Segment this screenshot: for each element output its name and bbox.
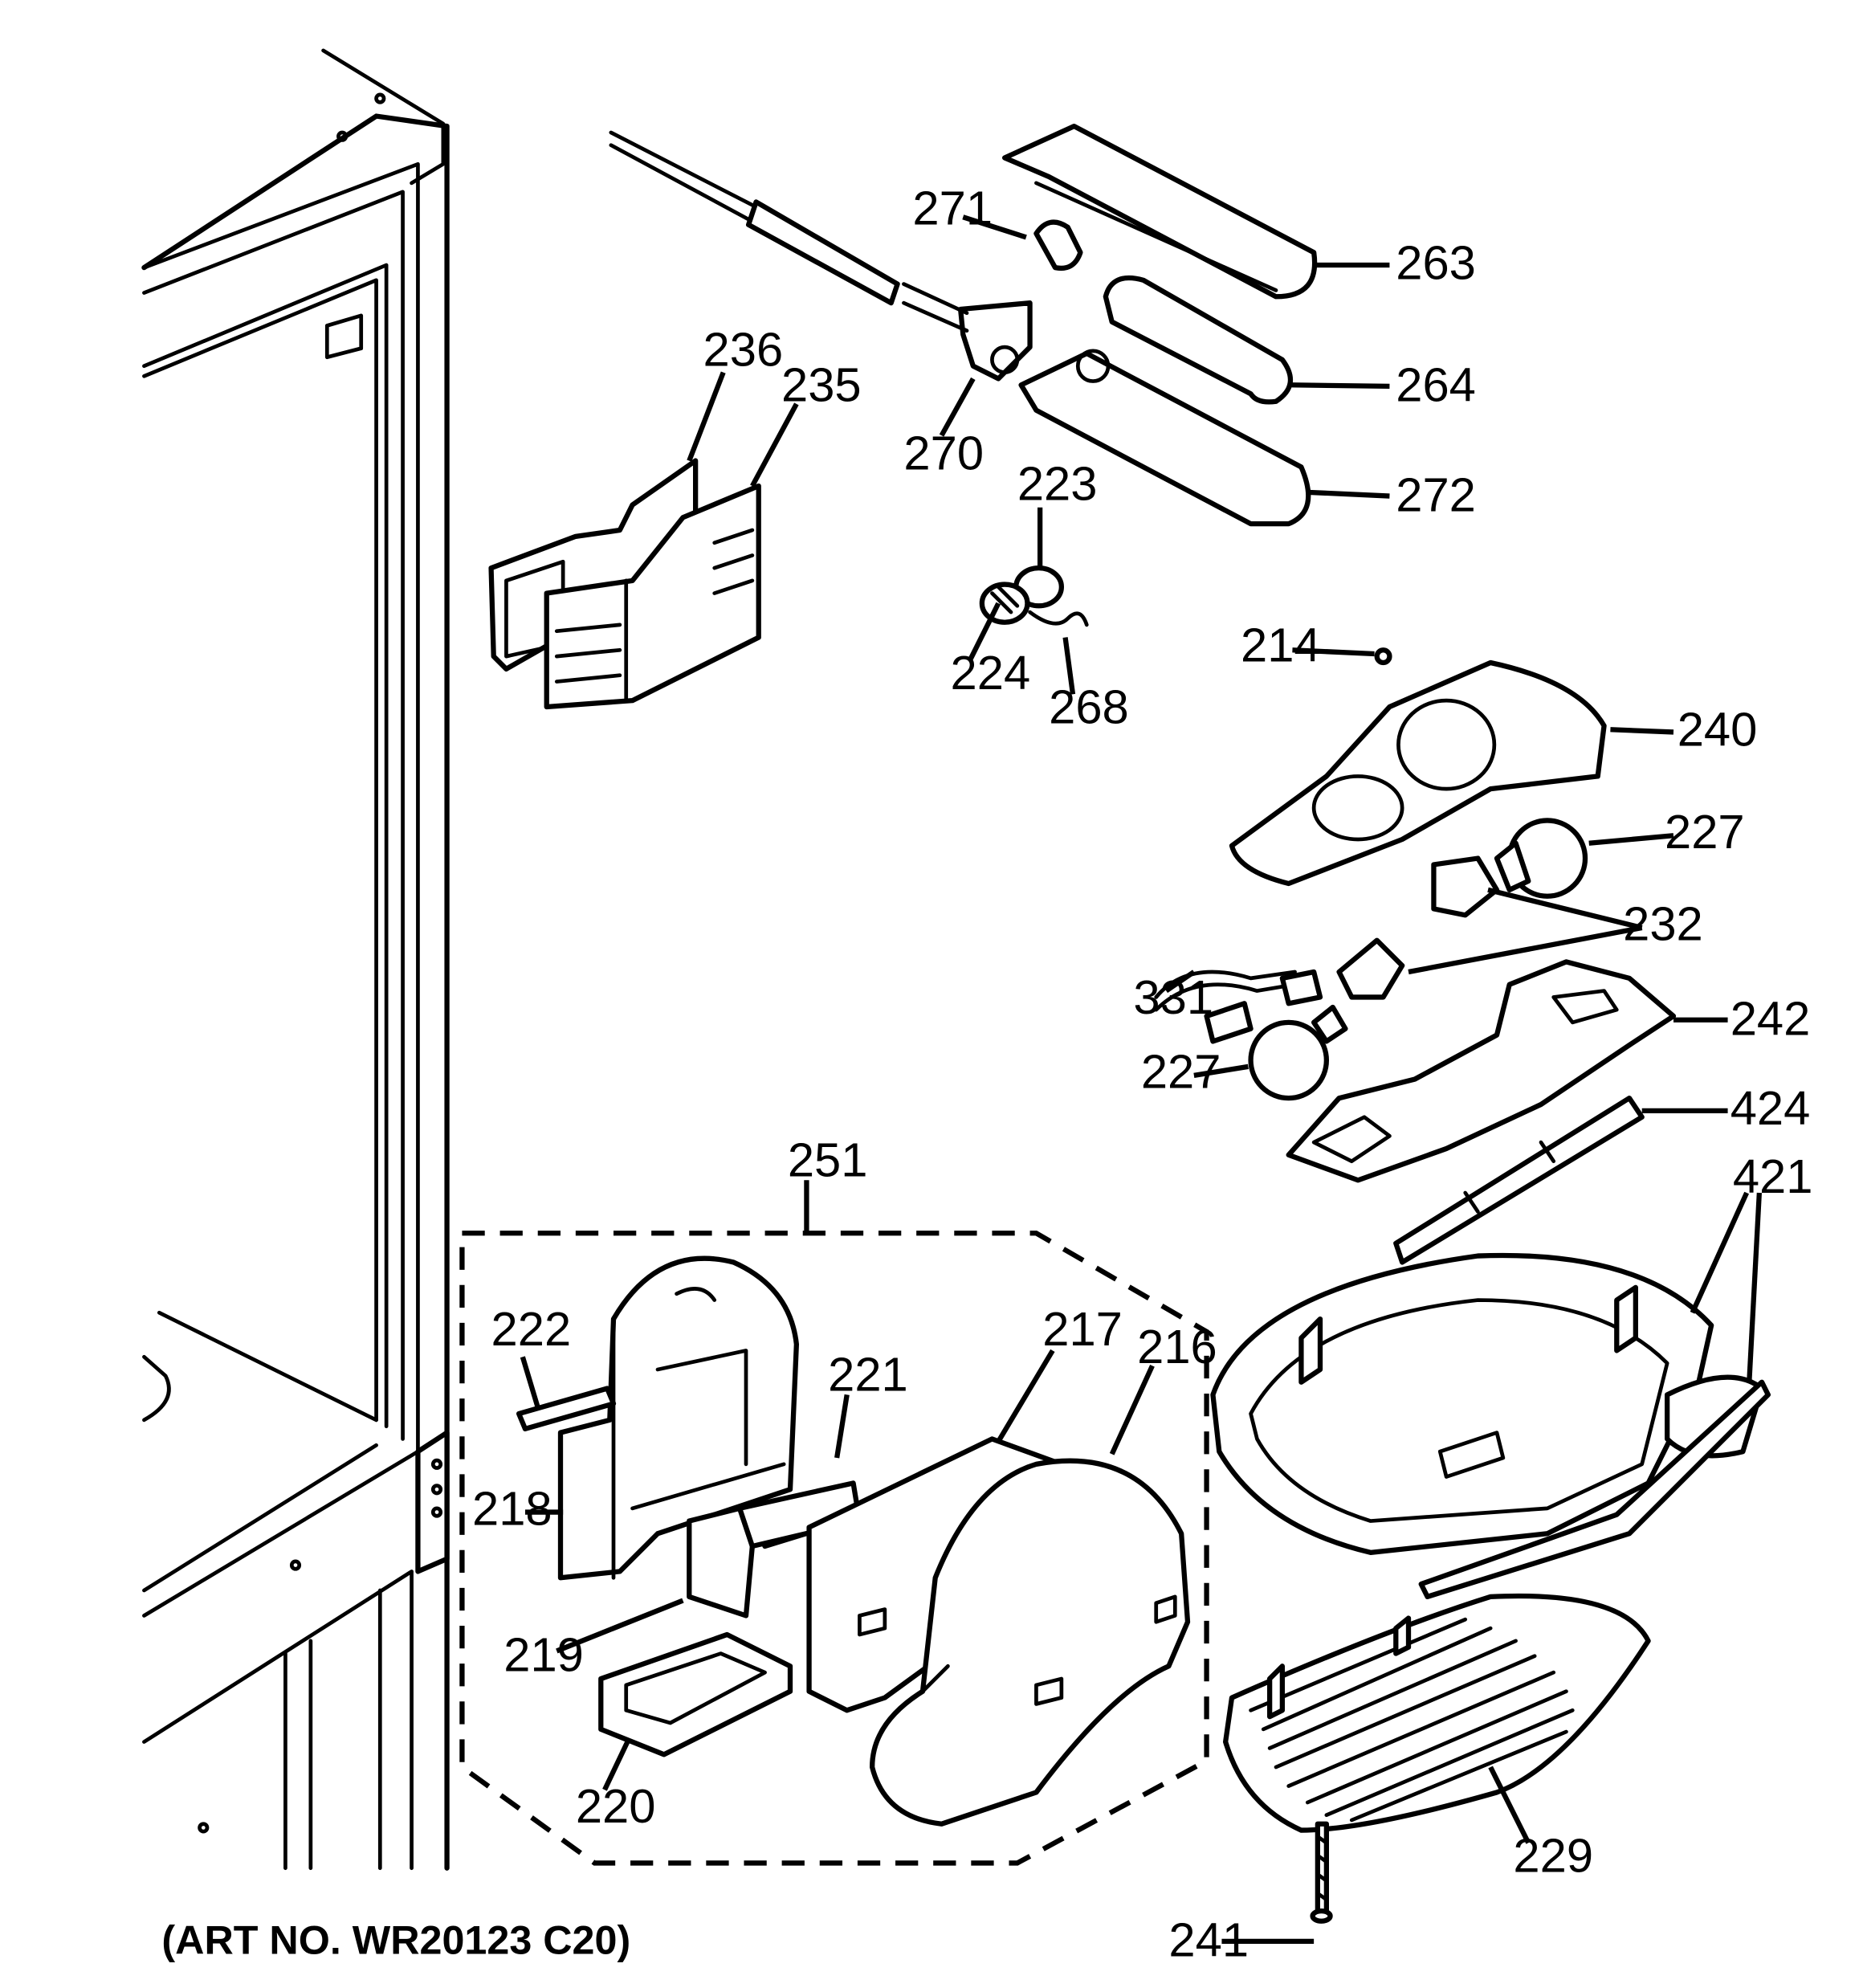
label-223: 223 <box>1017 456 1098 510</box>
label-241: 241 <box>1168 1913 1249 1967</box>
label-236: 236 <box>703 323 784 377</box>
kit-251-outline <box>459 1231 1209 1866</box>
label-251: 251 <box>788 1133 868 1187</box>
label-242: 242 <box>1731 992 1811 1046</box>
label-214: 214 <box>1241 618 1321 672</box>
label-219: 219 <box>503 1628 584 1682</box>
label-421: 421 <box>1733 1149 1813 1203</box>
label-217: 217 <box>1042 1302 1123 1356</box>
label-221: 221 <box>828 1348 908 1402</box>
label-222: 222 <box>491 1302 572 1356</box>
light-assembly <box>1154 647 1677 1265</box>
part-218-duct <box>557 1255 799 1581</box>
part-223-224-268 <box>979 565 1089 627</box>
label-224: 224 <box>951 646 1031 700</box>
part-236-235-clip <box>488 458 761 710</box>
label-227-upper: 227 <box>1665 805 1745 859</box>
label-270: 270 <box>903 427 984 480</box>
art-number: (ART NO. WR20123 C20) <box>161 1917 630 1963</box>
label-218: 218 <box>472 1481 552 1535</box>
label-268: 268 <box>1049 680 1129 733</box>
label-271: 271 <box>912 182 993 235</box>
part-220-gasket <box>598 1631 793 1757</box>
part-labels: 271 263 264 272 270 236 235 223 224 268 … <box>472 182 1812 1967</box>
label-424: 424 <box>1731 1081 1811 1135</box>
part-222-rod <box>516 1386 617 1431</box>
leader-lines <box>520 214 1762 1944</box>
label-240: 240 <box>1678 703 1758 757</box>
label-263: 263 <box>1396 235 1476 289</box>
label-216: 216 <box>1137 1320 1217 1374</box>
water-filter-assembly <box>609 124 1318 527</box>
label-227-lower: 227 <box>1141 1045 1221 1099</box>
label-232: 232 <box>1623 897 1703 951</box>
part-421-housing <box>1210 1252 1771 1599</box>
label-272: 272 <box>1396 467 1476 521</box>
label-264: 264 <box>1396 358 1476 412</box>
part-229-grille <box>1222 1593 1651 1833</box>
part-216-cover <box>869 1458 1191 1827</box>
part-241-screw <box>1310 1821 1333 1924</box>
label-220: 220 <box>576 1779 656 1833</box>
label-229: 229 <box>1513 1828 1593 1882</box>
label-235: 235 <box>781 358 862 412</box>
refrigerator-cabinet <box>141 48 450 1871</box>
label-331: 331 <box>1133 970 1213 1024</box>
